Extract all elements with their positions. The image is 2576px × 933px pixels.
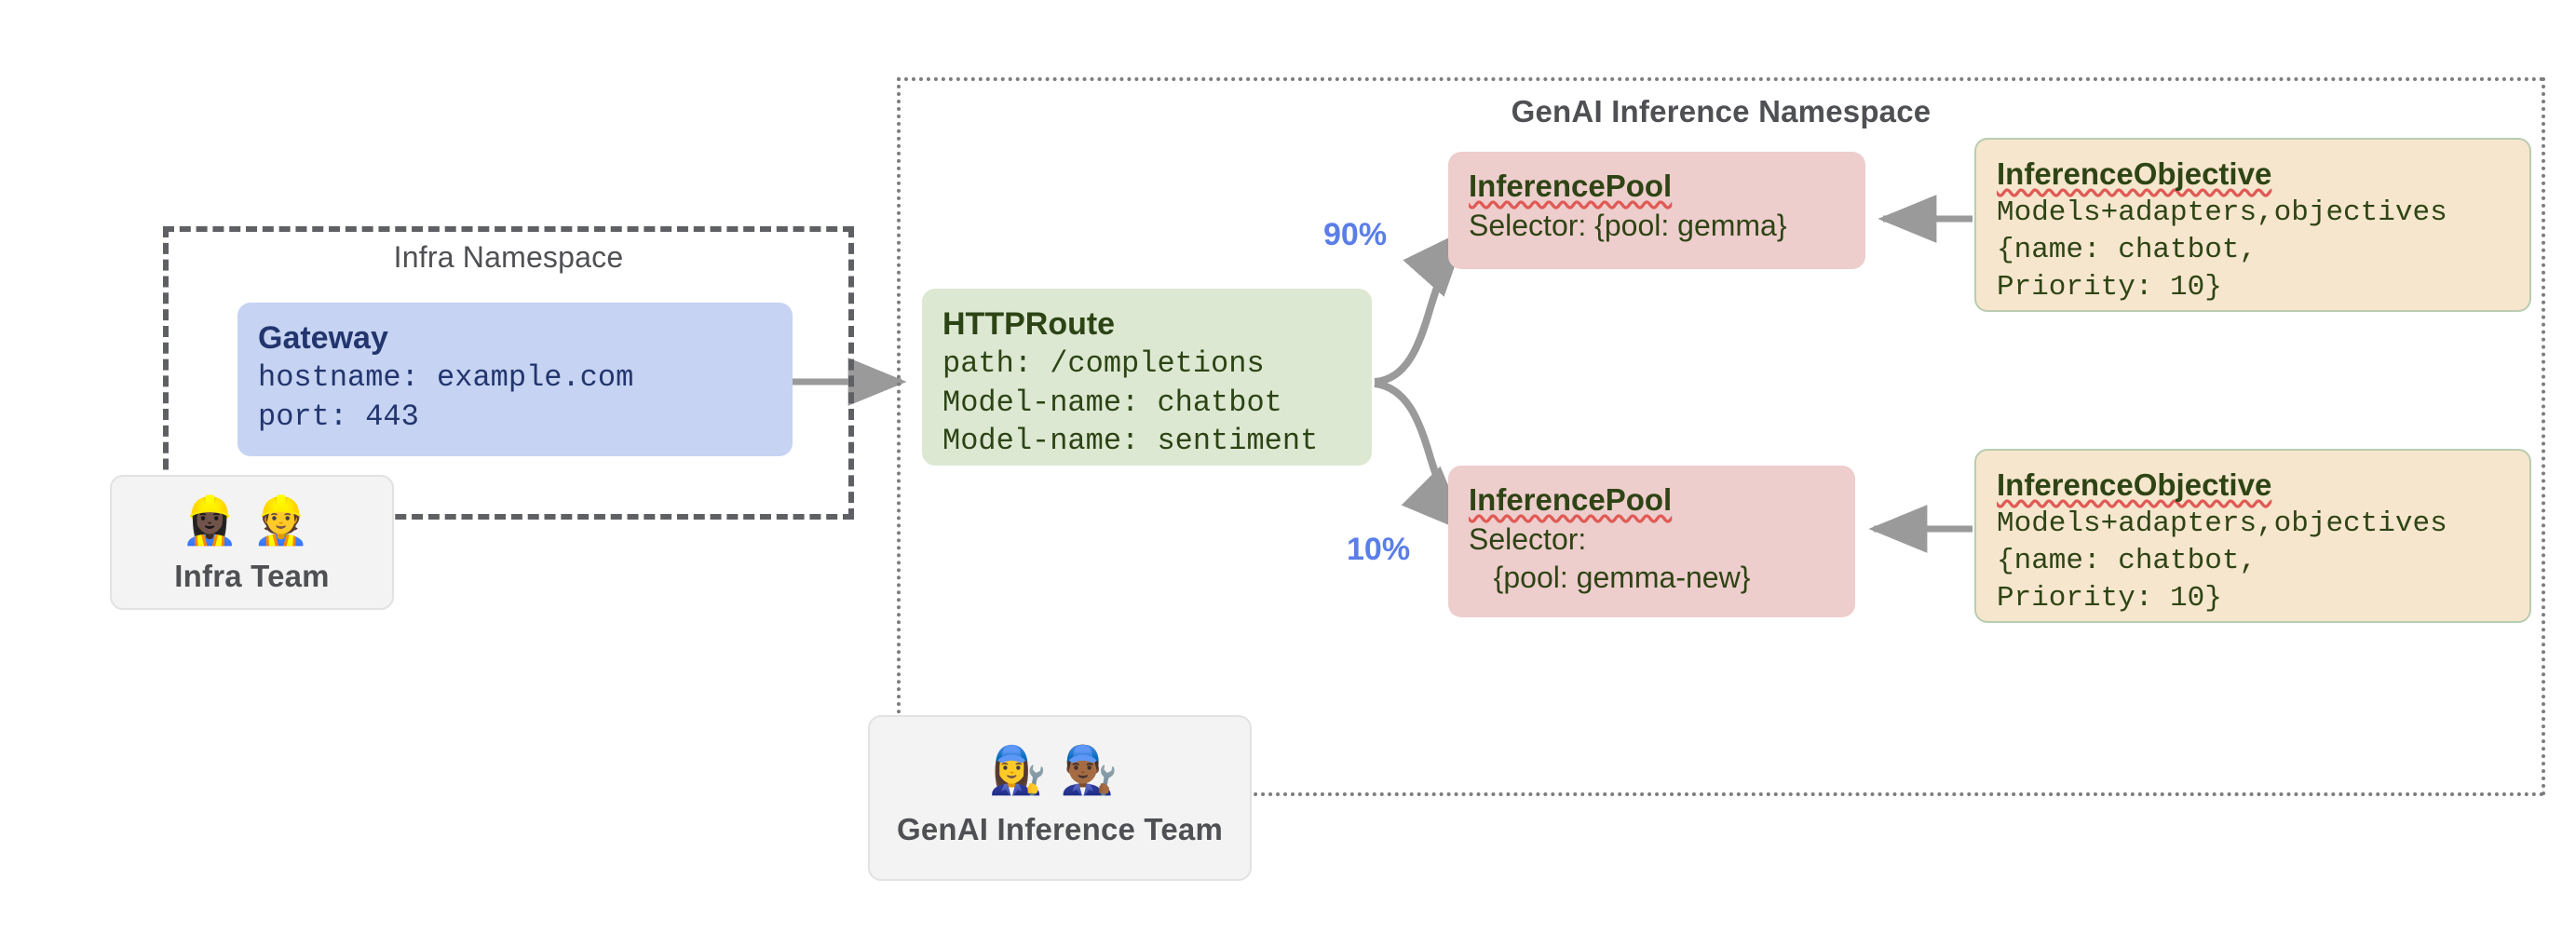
- route-weight-90-label: 90%: [1323, 217, 1388, 252]
- genai-team-label: GenAI Inference Team: [896, 812, 1223, 846]
- inferencepool-gemma-new-node[interactable]: InferencePool Selector: {pool: gemma-new…: [1448, 466, 1855, 617]
- inferencepool-gemma-new-selector-label: Selector:: [1469, 521, 1587, 556]
- inferencepool-gemma-selector: Selector: {pool: gemma}: [1469, 208, 1787, 242]
- gateway-node[interactable]: Gateway hostname: example.com port: 443: [237, 303, 793, 456]
- infra-namespace-container: [163, 226, 854, 520]
- inferenceobjective-1-header: InferenceObjective: [1997, 156, 2272, 191]
- infra-team-people-icon: 👷🏿‍♀️👷: [181, 494, 323, 547]
- inferencepool-gemma-node[interactable]: InferencePool Selector: {pool: gemma}: [1448, 152, 1865, 269]
- inferenceobjective-2-line-name: {name: chatbot,: [1997, 545, 2257, 578]
- inferencepool-gemma-new-selector-value: {pool: gemma-new}: [1469, 560, 1751, 594]
- inferencepool-gemma-new-header: InferencePool: [1469, 482, 1673, 517]
- inferenceobjective-2-line-models: Models+adapters,objectives: [1997, 507, 2447, 540]
- inferenceobjective-2-header: InferenceObjective: [1997, 467, 2272, 502]
- httproute-line-model-sentiment: Model-name: sentiment: [942, 424, 1319, 459]
- genai-namespace-container: [897, 77, 2545, 796]
- inferenceobjective-1-line-name: {name: chatbot,: [1997, 234, 2257, 267]
- inferenceobjective-2-line-priority: Priority: 10}: [1997, 582, 2222, 615]
- route-weight-10-label: 10%: [1347, 532, 1411, 567]
- inferenceobjective-1-node[interactable]: InferenceObjective Models+adapters,objec…: [1974, 138, 2531, 312]
- infra-namespace-title: Infra Namespace: [393, 240, 624, 274]
- gateway-line-hostname: hostname: example.com: [258, 360, 634, 396]
- inferenceobjective-1-line-priority: Priority: 10}: [1997, 271, 2222, 304]
- inferencepool-gemma-header: InferencePool: [1469, 169, 1673, 203]
- httproute-header: HTTPRoute: [942, 306, 1116, 342]
- inferenceobjective-1-line-models: Models+adapters,objectives: [1997, 196, 2447, 229]
- infra-team-box[interactable]: 👷🏿‍♀️👷 Infra Team: [110, 475, 394, 610]
- httproute-line-model-chatbot: Model-name: chatbot: [942, 385, 1282, 420]
- inferenceobjective-2-node[interactable]: InferenceObjective Models+adapters,objec…: [1974, 449, 2531, 623]
- genai-team-people-icon: 👩‍🔧👨🏾‍🔧: [988, 744, 1132, 796]
- gateway-line-port: port: 443: [258, 399, 419, 434]
- gateway-header: Gateway: [258, 320, 388, 356]
- httproute-node[interactable]: HTTPRoute path: /completions Model-name:…: [922, 289, 1372, 466]
- genai-namespace-title: GenAI Inference Namespace: [1511, 94, 1932, 128]
- httproute-line-path: path: /completions: [942, 346, 1265, 382]
- infra-team-label: Infra Team: [174, 559, 330, 593]
- genai-inference-team-box[interactable]: 👩‍🔧👨🏾‍🔧 GenAI Inference Team: [868, 715, 1252, 881]
